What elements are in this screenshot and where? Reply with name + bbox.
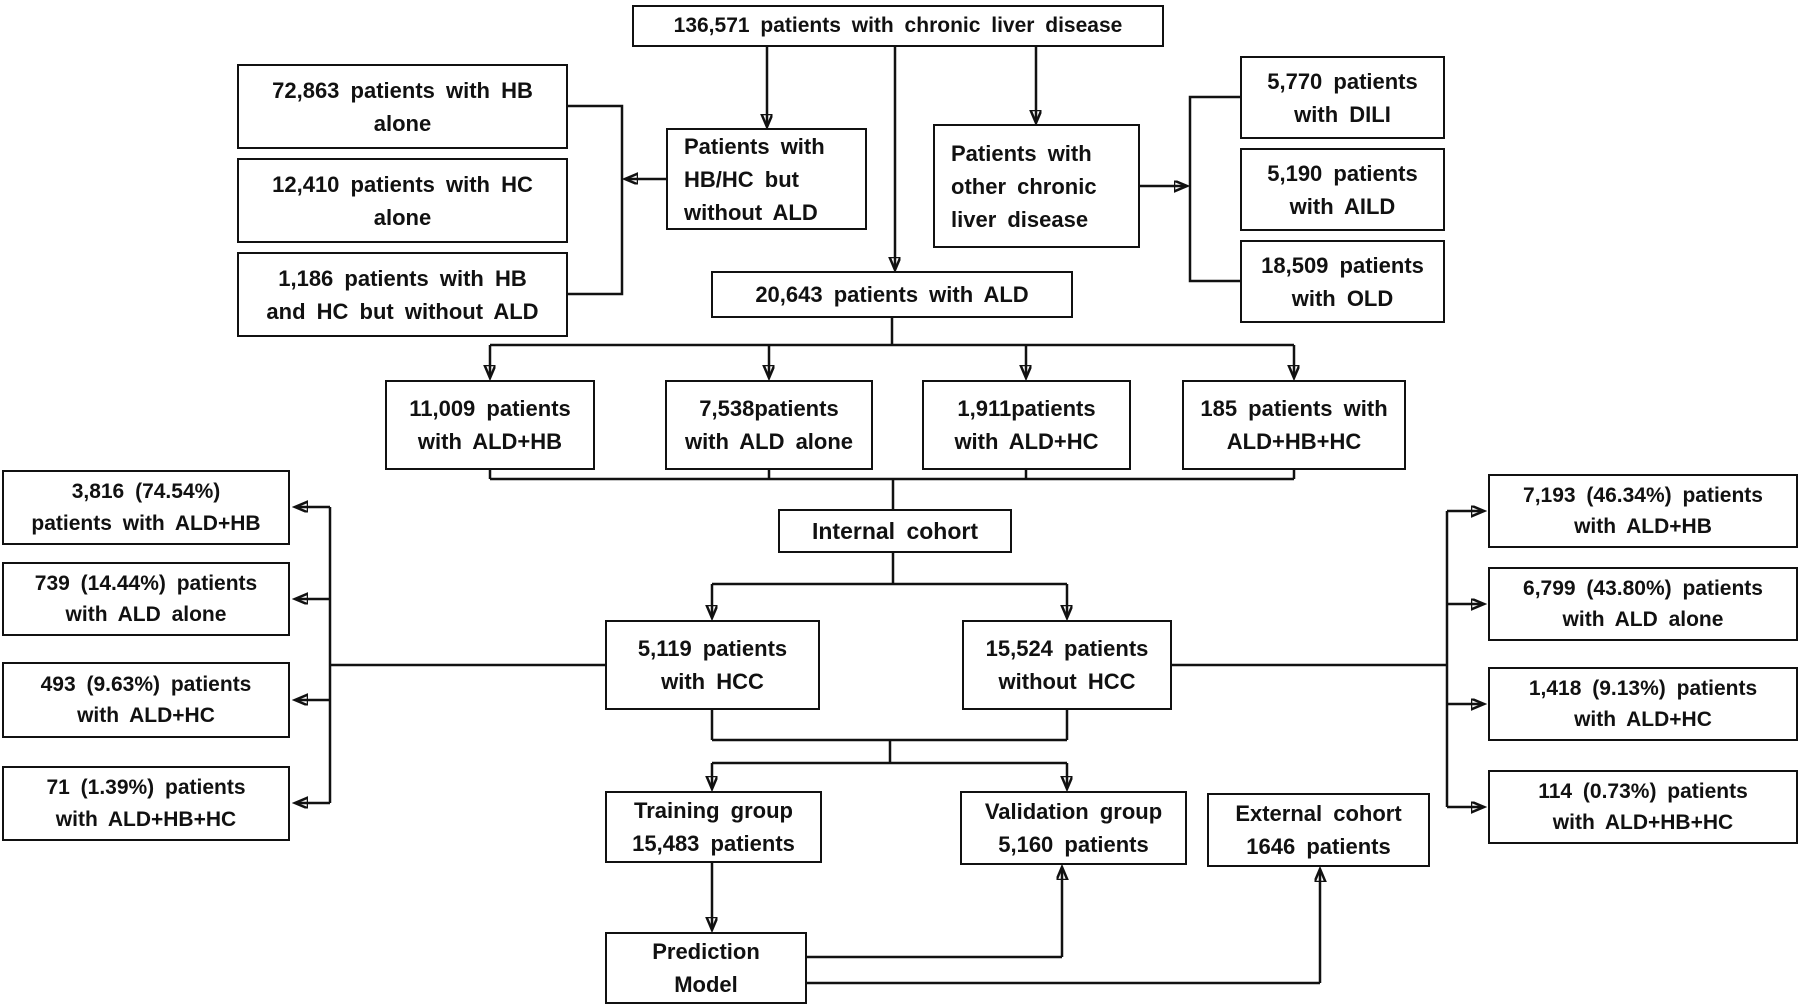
node-external-cohort: External cohort 1646 patients: [1207, 793, 1430, 867]
connectors-nohcc-breakdown: [1172, 511, 1483, 807]
connectors-training-validation-split: [712, 710, 1067, 788]
node-with-hcc: 5,119 patients with HCC: [605, 620, 820, 710]
node-hc-alone: 12,410 patients with HC alone: [237, 158, 568, 243]
connectors-ald-split: [490, 318, 1294, 377]
node-aild: 5,190 patients with AILD: [1240, 148, 1445, 231]
node-ald-alone: 7,538patients with ALD alone: [665, 380, 873, 470]
node-nohcc-ald-hb: 7,193 (46.34%) patients with ALD+HB: [1488, 474, 1798, 548]
node-old: 18,509 patients with OLD: [1240, 240, 1445, 323]
node-ald-plus-hb-plus-hc: 185 patients with ALD+HB+HC: [1182, 380, 1406, 470]
node-hcc-ald-hc: 493 (9.63%) patients with ALD+HC: [2, 662, 290, 738]
connectors-right-exclusion: [1140, 95, 1240, 283]
connectors-hcc-split: [712, 553, 1067, 617]
node-ald-plus-hc: 1,911patients with ALD+HC: [922, 380, 1131, 470]
connectors-left-exclusion: [568, 104, 666, 296]
connectors-internal-cohort-join: [488, 470, 1296, 509]
node-hcc-ald-alone: 739 (14.44%) patients with ALD alone: [2, 562, 290, 636]
node-training-group: Training group 15,483 patients: [605, 791, 822, 863]
connectors-hcc-breakdown: [296, 507, 605, 803]
node-other-chronic-liver-disease: Patients with other chronic liver diseas…: [933, 124, 1140, 248]
node-ald: 20,643 patients with ALD: [711, 271, 1073, 318]
node-ald-plus-hb: 11,009 patients with ALD+HB: [385, 380, 595, 470]
node-hcc-ald-hb-hc: 71 (1.39%) patients with ALD+HB+HC: [2, 766, 290, 841]
node-prediction-model: Prediction Model: [605, 932, 807, 1004]
node-dili: 5,770 patients with DILI: [1240, 56, 1445, 139]
node-hcc-ald-hb: 3,816 (74.54%) patients with ALD+HB: [2, 470, 290, 545]
node-validation-group: Validation group 5,160 patients: [960, 791, 1187, 865]
node-internal-cohort: Internal cohort: [778, 509, 1012, 553]
connectors-prediction-model: [712, 863, 1320, 985]
node-hb-alone: 72,863 patients with HB alone: [237, 64, 568, 149]
node-nohcc-ald-alone: 6,799 (43.80%) patients with ALD alone: [1488, 567, 1798, 641]
node-hb-and-hc-without-ald: 1,186 patients with HB and HC but withou…: [237, 252, 568, 337]
node-nohcc-ald-hb-hc: 114 (0.73%) patients with ALD+HB+HC: [1488, 770, 1798, 844]
node-nohcc-ald-hc: 1,418 (9.13%) patients with ALD+HC: [1488, 667, 1798, 741]
node-hbhc-but-without-ald: Patients with HB/HC but without ALD: [666, 128, 867, 230]
node-without-hcc: 15,524 patients without HCC: [962, 620, 1172, 710]
node-total-chronic-liver-disease: 136,571 patients with chronic liver dise…: [632, 5, 1164, 47]
connectors-top-fanout: [767, 47, 1036, 269]
